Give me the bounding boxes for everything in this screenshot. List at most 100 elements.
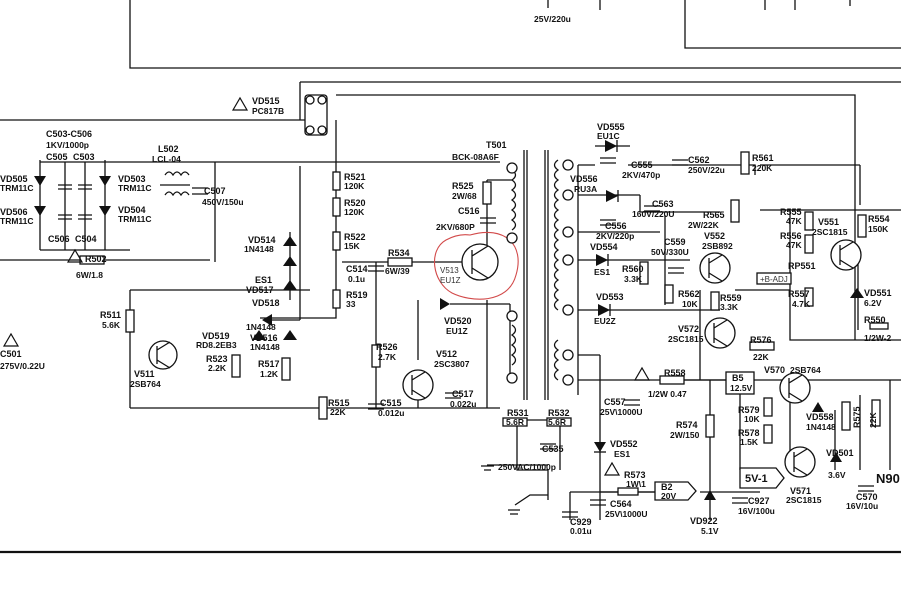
r511-value: 5.6K: [102, 320, 121, 330]
diode-stack: VD514 1N4148 ES1 VD517 VD518 1N4148 VD51…: [196, 235, 297, 352]
c517-label: C517: [452, 389, 474, 399]
v570-label: V570: [764, 365, 785, 375]
vd558-type: 1N4148: [806, 422, 836, 432]
r578-label: R578: [738, 428, 760, 438]
c507-value: 450V/150u: [202, 197, 244, 207]
vd506-label: VD506: [0, 207, 28, 217]
r523-label: R523: [206, 354, 228, 364]
v572-label: V572: [678, 324, 699, 334]
c564-label: C564: [610, 499, 632, 509]
r556-value: 47K: [786, 240, 802, 250]
r565-value: 2W/22K: [688, 220, 720, 230]
r558-value: 1/2W 0.47: [648, 389, 687, 399]
c562-value: 250V/22u: [688, 165, 725, 175]
r531-label: R531: [507, 408, 529, 418]
r517-value: 1.2K: [260, 369, 279, 379]
rp551-label: RP551: [788, 261, 816, 271]
c927-label: C927: [748, 496, 770, 506]
l502-inductor: L502 LCL-04 C507 450V/150u: [152, 144, 244, 207]
r555-value: 47K: [786, 216, 802, 226]
r534-label: R534: [388, 248, 410, 258]
r525-label: R525: [452, 181, 474, 191]
v570-type: 2SB764: [790, 365, 821, 375]
r531-r532-c535: R531 5.6R R532 5.6R C535 250VAC/1000p: [481, 408, 572, 515]
v552-label: V552: [704, 231, 725, 241]
c555-label: C555: [631, 160, 653, 170]
c556-label: C556: [605, 221, 627, 231]
v552-section: VD554 ES1 R560 3.3K C559 50V/330U R562 1…: [590, 231, 742, 312]
vd518-type: 1N4148: [246, 322, 276, 332]
c535-label: C535: [542, 444, 564, 454]
vd553-type: EU2Z: [594, 316, 616, 326]
r519-label: R519: [346, 290, 368, 300]
vd556-label: VD556: [570, 174, 598, 184]
v512-type: 2SC3807: [434, 359, 470, 369]
vd504-label: VD504: [118, 205, 146, 215]
r550-label: R550: [864, 315, 886, 325]
r521-label: R521: [344, 172, 366, 182]
r558-label: R558: [664, 368, 686, 378]
vd922-label: VD922: [690, 516, 718, 526]
vd551-value: 6.2V: [864, 298, 882, 308]
r579-value: 10K: [744, 414, 760, 424]
r576-label: R576: [750, 335, 772, 345]
r555-label: R555: [780, 207, 802, 217]
vd555-type: EU1C: [597, 131, 620, 141]
vd517-label: VD517: [246, 285, 274, 295]
n90-label: N90: [876, 471, 900, 486]
vd555-label: VD555: [597, 122, 625, 132]
r575-label: R575: [852, 406, 862, 428]
vd505-type: TRM11C: [0, 183, 34, 193]
r574-label: R574: [676, 420, 698, 430]
r523-value: 2.2K: [208, 363, 227, 373]
v571-type: 2SC1815: [786, 495, 822, 505]
c505-label: C505: [46, 152, 68, 162]
r560-value: 3.3K: [624, 274, 643, 284]
c570-value: 16V/10u: [846, 501, 878, 511]
vd551-label: VD551: [864, 288, 892, 298]
v512-label: V512: [436, 349, 457, 359]
vd515-optocoupler: VD515 PC817B: [231, 94, 328, 136]
r560-label: R560: [622, 264, 644, 274]
c559-value: 50V/330U: [651, 247, 689, 257]
c563-value: 160V/220U: [632, 209, 675, 219]
v512-section: V512 2SC3807 C517 0.022u R515 22K C515 0…: [318, 349, 476, 420]
c515-label: C515: [380, 398, 402, 408]
c562-label: C562: [688, 155, 710, 165]
l502-label: L502: [158, 144, 179, 154]
r573-label: R573: [624, 470, 646, 480]
c570-label: C570: [856, 492, 878, 502]
c516-label: C516: [458, 206, 480, 216]
b5-value: 12.5V: [730, 383, 753, 393]
r562-label: R562: [678, 289, 700, 299]
c557-value: 25V\1000U: [600, 407, 643, 417]
r517-label: R517: [258, 359, 280, 369]
r559-value: 3.3K: [720, 302, 739, 312]
vd556-section: VD556 RU3A C563 160V/220U C556 2KV/220p …: [570, 174, 740, 241]
r534-value: 6W/39: [385, 266, 410, 276]
c557-label: C557: [604, 397, 626, 407]
c501-value: 275V/0.22U: [0, 361, 45, 371]
r515-value: 22K: [330, 407, 346, 417]
vd519-label: VD519: [202, 331, 230, 341]
v571-section: R574 2W/150 R579 10K R578 1.5K VD558 1N4…: [670, 397, 900, 511]
vd516-label: VD516: [250, 333, 278, 343]
v572-section: VD553 EU2Z V572 2SC1815 R576 22K: [594, 292, 775, 362]
c514-label: C514: [346, 264, 368, 274]
v513-type: EU1Z: [440, 276, 461, 285]
v513-label: V513: [440, 266, 459, 275]
r522-label: R522: [344, 232, 366, 242]
r532-label: R532: [548, 408, 570, 418]
v511-type: 2SB764: [130, 379, 161, 389]
r561-value: 220K: [752, 163, 773, 173]
r565-label: R565: [703, 210, 725, 220]
c516-value: 2KV/680P: [436, 222, 475, 232]
r579-label: R579: [738, 405, 760, 415]
r522-value: 15K: [344, 241, 360, 251]
r573-value: 1W\1: [626, 479, 646, 489]
v551-label: V551: [818, 217, 839, 227]
r521-value: 120K: [344, 181, 365, 191]
r574-value: 2W/150: [670, 430, 700, 440]
vd504-type: TRM11C: [118, 214, 152, 224]
vd552-label: VD552: [610, 439, 638, 449]
